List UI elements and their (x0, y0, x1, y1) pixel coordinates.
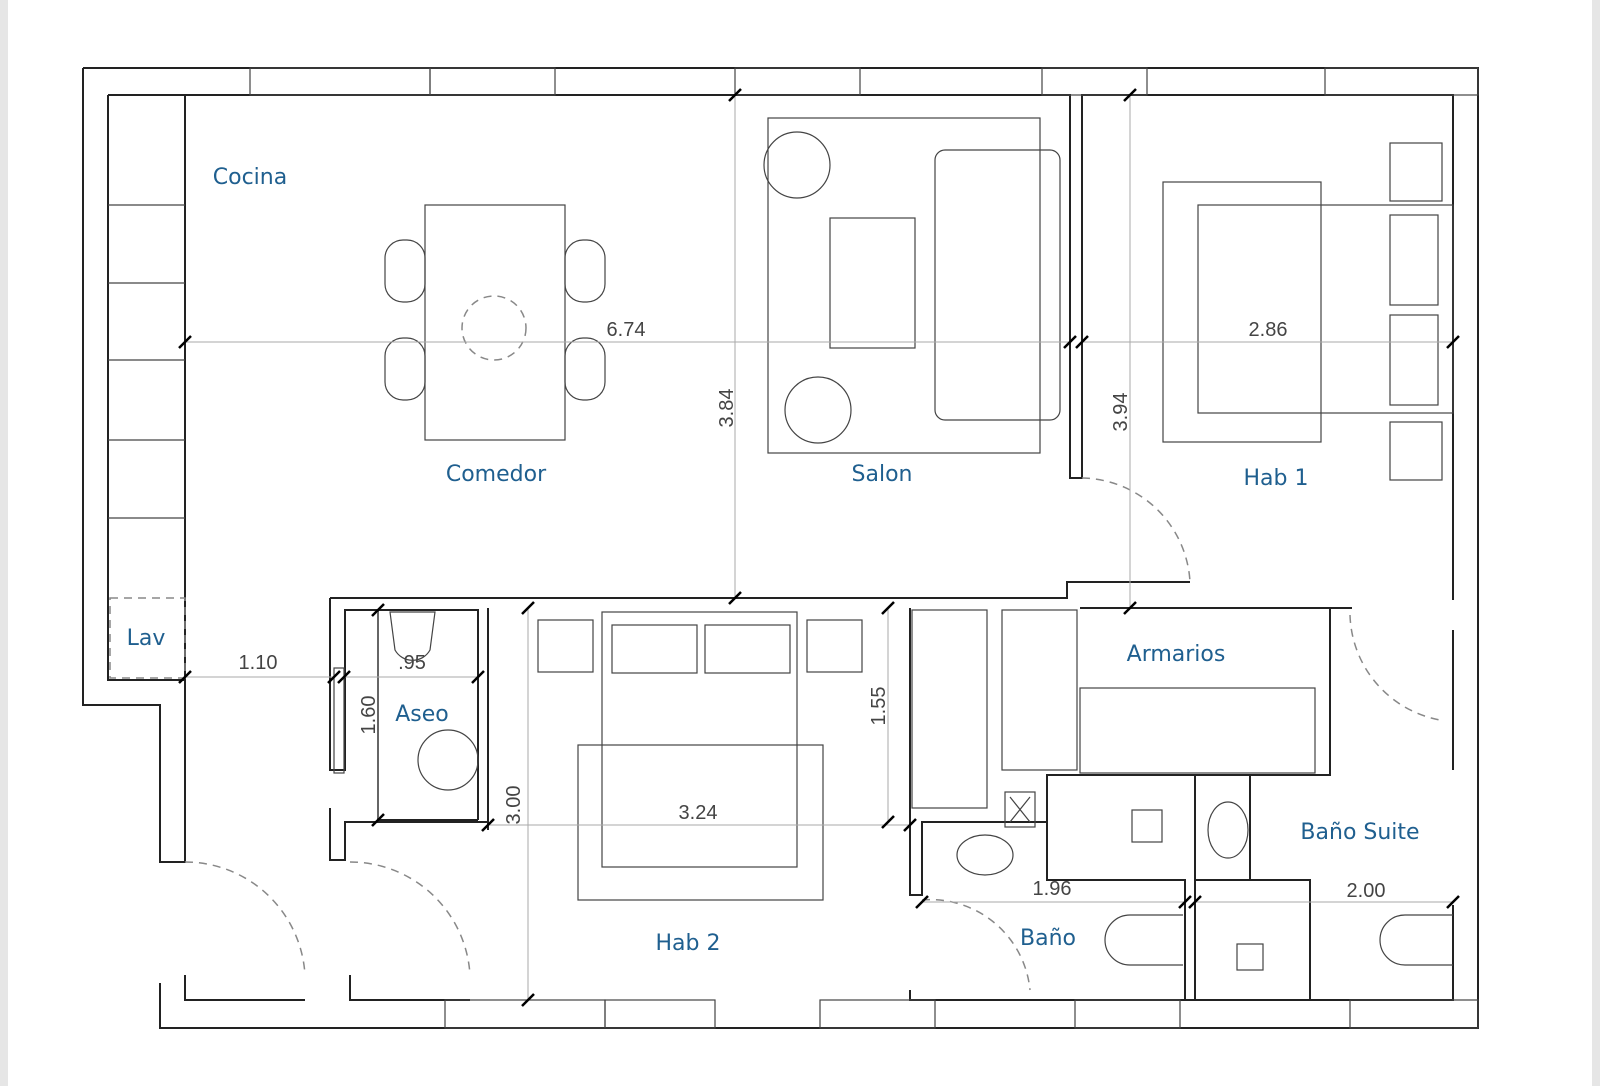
room-label-comedor: Comedor (446, 462, 547, 487)
dim-salon-width: 6.74 (607, 319, 646, 341)
room-label-aseo: Aseo (395, 702, 449, 727)
dim-hab2-depth: 3.00 (503, 786, 525, 825)
dim-hab2-depth-upper: 1.55 (868, 687, 890, 726)
exterior-walls (82, 67, 1479, 1029)
kitchen-counter (108, 204, 186, 679)
dim-salon-depth: 3.84 (716, 389, 738, 428)
coffee-table (829, 217, 916, 349)
dim-hab1-depth: 3.94 (1110, 393, 1132, 432)
dim-hab1-width: 2.86 (1249, 319, 1288, 341)
dim-aseo-depth: 1.60 (358, 696, 380, 735)
wardrobe-1 (911, 609, 988, 809)
room-label-hab2: Hab 2 (656, 931, 721, 956)
dim-bano-width: 1.96 (1033, 878, 1072, 900)
hab2-bed (601, 611, 798, 868)
dim-hab2-width: 3.24 (679, 802, 718, 824)
salon-rug (767, 117, 1041, 454)
room-label-cocina: Cocina (213, 165, 287, 190)
page-margin-left (0, 0, 8, 1086)
dimension-lines (178, 88, 1460, 1007)
room-label-hab1: Hab 1 (1244, 466, 1309, 491)
bano-sink (956, 834, 1014, 876)
wardrobe-2 (1001, 609, 1078, 771)
aseo-toilet (389, 611, 436, 661)
hab2-rug (577, 744, 824, 901)
interior-walls (329, 581, 1352, 1000)
dim-aseo-width: .95 (398, 652, 426, 674)
room-label-lav: Lav (127, 626, 166, 651)
wardrobe-3 (1079, 687, 1316, 774)
room-label-armarios: Armarios (1127, 642, 1226, 667)
furniture (384, 117, 1454, 971)
hab1-bed (1197, 204, 1454, 414)
dim-bano-suite-width: 2.00 (1347, 880, 1386, 902)
sofa (934, 149, 1061, 421)
aseo-sink (417, 729, 479, 791)
hab1-rug (1162, 181, 1322, 443)
dining-table (424, 204, 566, 441)
bano-toilet (1104, 914, 1183, 966)
page-margin-right (1592, 0, 1600, 1086)
room-label-bano-suite: Baño Suite (1300, 820, 1419, 845)
room-label-bano: Baño (1020, 926, 1076, 951)
suite-sink (1207, 801, 1249, 859)
suite-toilet (1379, 914, 1453, 966)
doors (184, 477, 1441, 991)
windows (249, 67, 1479, 1029)
room-label-salon: Salon (852, 462, 913, 487)
dim-hall-width: 1.10 (239, 652, 278, 674)
